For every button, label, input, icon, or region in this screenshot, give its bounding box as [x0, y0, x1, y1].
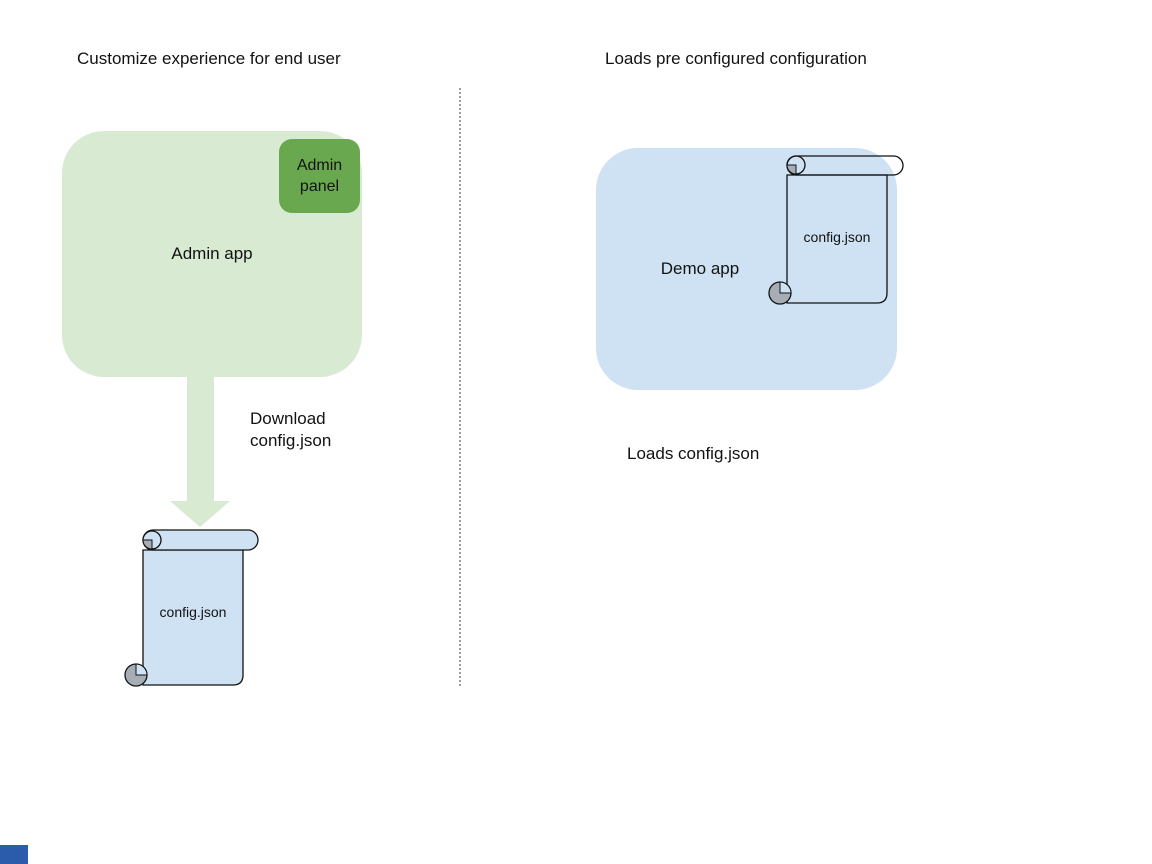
demo-app-label: Demo app [660, 259, 740, 278]
config-scroll-icon [124, 529, 259, 687]
download-config-label: Download config.json [250, 409, 332, 450]
admin-app-box: Admin app Admin panel [62, 131, 362, 377]
demo-app-label-wrap: Demo app [596, 148, 804, 390]
admin-panel-label: Admin panel [296, 157, 343, 195]
config-scroll-outline-icon [768, 155, 904, 305]
left-section-title: Customize experience for end user [77, 49, 341, 68]
demo-app-box: Demo app [596, 148, 897, 390]
config-scroll-label: config.json [159, 604, 227, 620]
section-divider [459, 88, 461, 686]
corner-marker-square [0, 845, 28, 864]
right-section-title: Loads pre configured configuration [605, 49, 867, 68]
loads-config-caption: Loads config.json [627, 444, 760, 463]
admin-app-label: Admin app [171, 244, 253, 263]
admin-app-label-wrap: Admin app [62, 131, 362, 377]
download-arrow-icon [170, 376, 230, 527]
config-scroll-label: config.json [803, 229, 871, 245]
admin-panel-box: Admin panel [279, 139, 360, 213]
